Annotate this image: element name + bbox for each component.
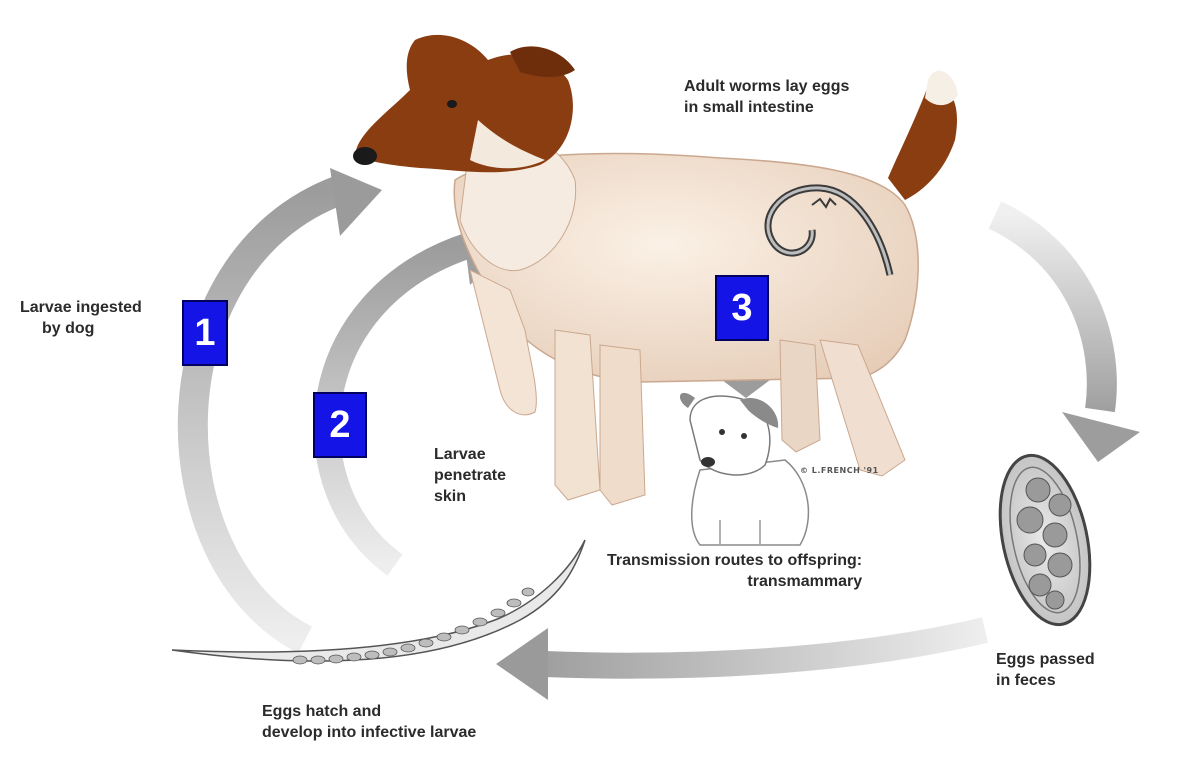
label-eggs-passed: Eggs passed in feces (996, 651, 1095, 689)
arrow-to-feces (988, 201, 1140, 462)
egg-illustration (998, 453, 1092, 627)
arrow-to-larvae (496, 617, 989, 700)
puppy-illustration (679, 392, 810, 546)
label-larvae-ingested: Larvae ingested by dog (20, 299, 142, 337)
adult-dog-illustration (353, 34, 958, 506)
route-badge-2: 2 (313, 392, 367, 458)
artist-credit: © L.FRENCH '91 (800, 466, 879, 475)
arrow-larvae-ingested (177, 168, 382, 654)
route-badge-3: 3 (715, 275, 769, 341)
label-transmission: Transmission routes to offspring: transm… (607, 552, 863, 590)
label-larvae-penetrate: Larvae penetrate skin (434, 446, 507, 505)
larva-illustration (171, 539, 586, 665)
label-eggs-hatch: Eggs hatch and develop into infective la… (262, 703, 477, 741)
label-adult-worms: Adult worms lay eggs in small intestine (684, 78, 850, 116)
route-badge-1: 1 (182, 300, 228, 366)
